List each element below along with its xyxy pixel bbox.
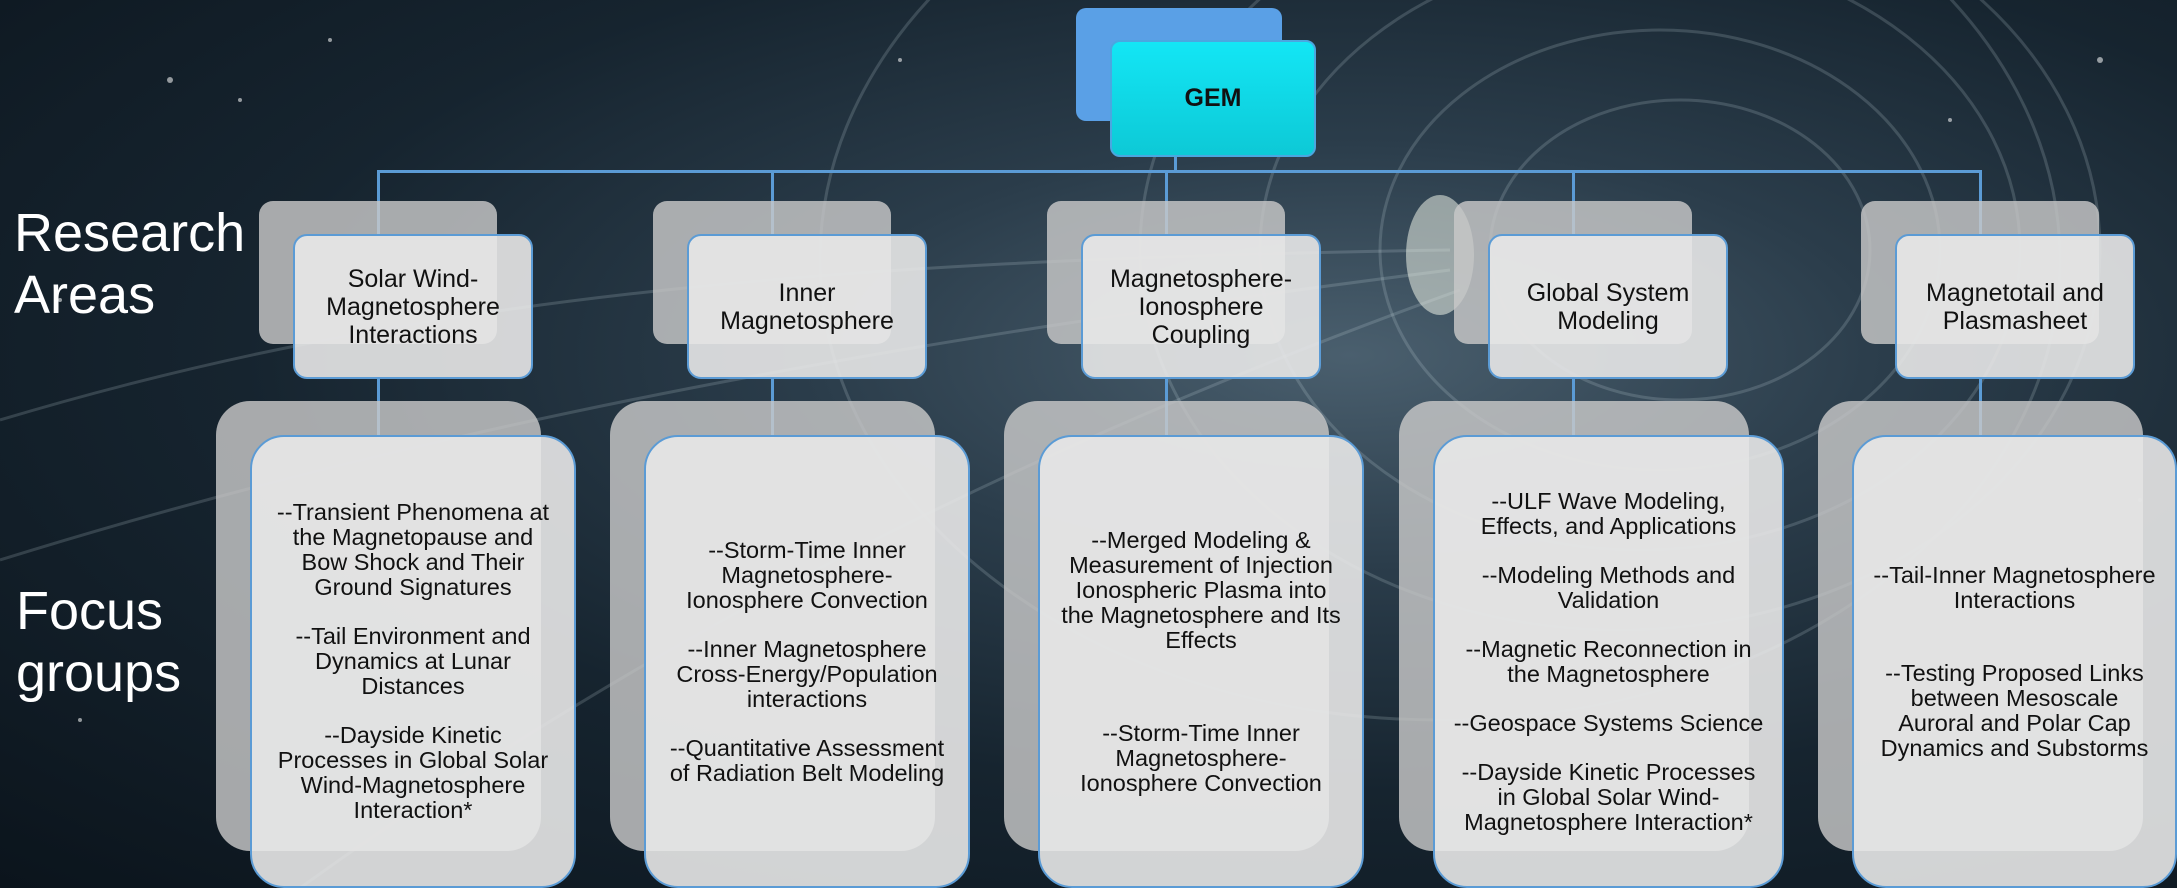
- horizontal-connector: [377, 170, 1981, 173]
- focus-groups-global-modeling: --ULF Wave Modeling, Effects, and Applic…: [1433, 435, 1784, 888]
- root-label: GEM: [1184, 84, 1242, 112]
- focus-group-item: --Transient Phenomena at the Magnetopaus…: [276, 499, 550, 600]
- focus-group-item: --Storm-Time Inner Magnetosphere-Ionosph…: [1080, 719, 1322, 796]
- focus-group-item: --Testing Proposed Links between Mesosca…: [1880, 659, 2149, 761]
- focus-group-item: --Dayside Kinetic Processes in Global So…: [1461, 758, 1756, 835]
- root-node-gem: GEM: [1110, 40, 1316, 157]
- focus-groups-inner-magnetosphere: --Storm-Time Inner Magnetosphere-Ionosph…: [644, 435, 970, 888]
- focus-group-item: --Geospace Systems Science: [1453, 709, 1764, 736]
- focus-groups-mi-coupling: --Merged Modeling & Measurement of Injec…: [1038, 435, 1364, 888]
- focus-group-item: --Merged Modeling & Measurement of Injec…: [1061, 526, 1341, 653]
- research-area-title: Global System Modeling: [1526, 278, 1690, 335]
- focus-groups-solar-wind: --Transient Phenomena at the Magnetopaus…: [250, 435, 576, 888]
- research-area-magnetotail: Magnetotail and Plasmasheet: [1895, 234, 2135, 379]
- research-area-title: Inner Magnetosphere: [720, 278, 894, 335]
- research-area-solar-wind: Solar Wind- Magnetosphere Interactions: [293, 234, 533, 379]
- focus-groups-magnetotail: --Tail-Inner Magnetosphere Interactions …: [1852, 435, 2177, 888]
- focus-group-item: --Inner Magnetosphere Cross-Energy/Popul…: [676, 635, 938, 712]
- focus-group-item: --Tail-Inner Magnetosphere Interactions: [1873, 561, 2156, 613]
- focus-group-item: --Tail Environment and Dynamics at Lunar…: [295, 623, 531, 699]
- research-area-title: Solar Wind- Magnetosphere Interactions: [326, 264, 500, 349]
- research-area-global-modeling: Global System Modeling: [1488, 234, 1728, 379]
- research-areas-label: Research Areas: [14, 203, 246, 325]
- focus-group-item: --ULF Wave Modeling, Effects, and Applic…: [1480, 487, 1737, 539]
- research-area-title: Magnetosphere- Ionosphere Coupling: [1109, 264, 1293, 349]
- focus-groups-label: Focus groups: [16, 581, 182, 703]
- research-area-title: Magnetotail and Plasmasheet: [1926, 278, 2104, 335]
- research-area-inner-magnetosphere: Inner Magnetosphere: [687, 234, 927, 379]
- research-area-mi-coupling: Magnetosphere- Ionosphere Coupling: [1081, 234, 1321, 379]
- focus-group-item: --Magnetic Reconnection in the Magnetosp…: [1465, 635, 1752, 687]
- focus-group-item: --Storm-Time Inner Magnetosphere-Ionosph…: [686, 536, 928, 613]
- focus-group-item: --Quantitative Assessment of Radiation B…: [669, 734, 945, 786]
- focus-group-item: --Modeling Methods and Validation: [1481, 561, 1736, 613]
- focus-group-item: --Dayside Kinetic Processes in Global So…: [277, 722, 549, 823]
